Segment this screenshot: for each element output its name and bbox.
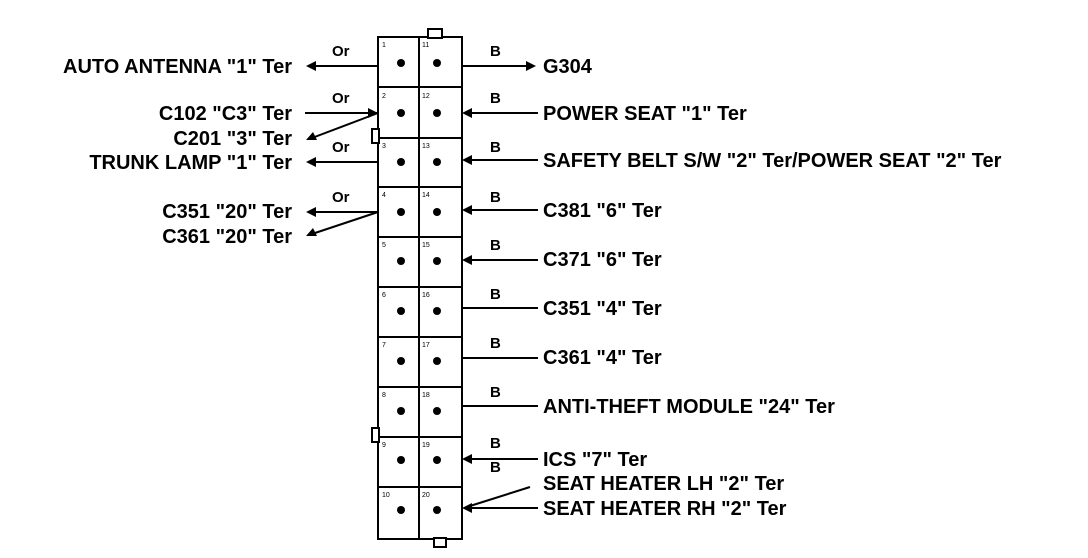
pin-number: 10 xyxy=(382,492,390,499)
pin-number: 6 xyxy=(382,292,386,299)
pin-number: 15 xyxy=(422,242,430,249)
left-wires xyxy=(305,61,379,236)
label-anti-theft: ANTI-THEFT MODULE "24" Ter xyxy=(543,396,835,418)
pin-number: 5 xyxy=(382,242,386,249)
pin-number: 2 xyxy=(382,93,386,100)
label-safety-belt: SAFETY BELT S/W "2" Ter/POWER SEAT "2" T… xyxy=(543,150,1002,172)
pin-number: 16 xyxy=(422,292,430,299)
wire-color-b: B xyxy=(490,237,501,254)
wire-color-b: B xyxy=(490,189,501,206)
pin-number: 20 xyxy=(422,492,430,499)
wire-color-b: B xyxy=(490,90,501,107)
wire-color-b: B xyxy=(490,335,501,352)
label-auto-antenna: AUTO ANTENNA "1" Ter xyxy=(63,56,292,78)
pin-number: 19 xyxy=(422,442,430,449)
wire-color-or: Or xyxy=(332,189,350,206)
label-trunk-lamp: TRUNK LAMP "1" Ter xyxy=(89,152,292,174)
wire-color-or: Or xyxy=(332,139,350,156)
label-c381-6: C381 "6" Ter xyxy=(543,200,662,222)
label-c371-6: C371 "6" Ter xyxy=(543,249,662,271)
pin-number: 1 xyxy=(382,42,386,49)
pin-number: 8 xyxy=(382,392,386,399)
label-power-seat-1: POWER SEAT "1" Ter xyxy=(543,103,747,125)
pin-number: 13 xyxy=(422,143,430,150)
label-g304: G304 xyxy=(543,56,593,78)
wire-color-or: Or xyxy=(332,43,350,60)
connector-body xyxy=(371,28,463,548)
label-seat-heater-lh: SEAT HEATER LH "2" Ter xyxy=(543,473,784,495)
wire-color-b: B xyxy=(490,43,501,60)
wire-color-b: B xyxy=(490,435,501,452)
pin-number: 12 xyxy=(422,93,430,100)
wire-color-b: B xyxy=(490,459,501,476)
pin-number: 9 xyxy=(382,442,386,449)
label-c351-20: C351 "20" Ter xyxy=(162,201,292,223)
wire-color-b: B xyxy=(490,286,501,303)
pin-number: 11 xyxy=(422,42,429,49)
label-c351-4: C351 "4" Ter xyxy=(543,298,662,320)
label-c102: C102 "C3" Ter xyxy=(159,103,292,125)
label-c361-4: C361 "4" Ter xyxy=(543,347,662,369)
wire-color-labels: Or Or Or Or B B B B B B B B B B xyxy=(332,43,501,476)
pin-number: 7 xyxy=(382,342,386,349)
label-ics-7: ICS "7" Ter xyxy=(543,449,647,471)
right-wires xyxy=(462,61,538,513)
label-c361-20: C361 "20" Ter xyxy=(162,226,292,248)
right-labels: G304 POWER SEAT "1" Ter SAFETY BELT S/W … xyxy=(543,56,1002,520)
wire-color-b: B xyxy=(490,384,501,401)
label-seat-heater-rh: SEAT HEATER RH "2" Ter xyxy=(543,498,787,520)
pin-number: 3 xyxy=(382,143,386,150)
pin-number: 18 xyxy=(422,392,430,399)
pin-numbers: 1 2 3 4 5 6 7 8 9 10 11 12 13 14 15 16 1… xyxy=(382,42,430,499)
left-labels: AUTO ANTENNA "1" Ter C102 "C3" Ter C201 … xyxy=(63,56,292,248)
pin-number: 14 xyxy=(422,192,430,199)
pin-dots xyxy=(397,59,441,514)
wire-color-b: B xyxy=(490,139,501,156)
label-c201: C201 "3" Ter xyxy=(173,128,292,150)
pin-number: 17 xyxy=(422,342,430,349)
pin-number: 4 xyxy=(382,192,386,199)
wire-color-or: Or xyxy=(332,90,350,107)
